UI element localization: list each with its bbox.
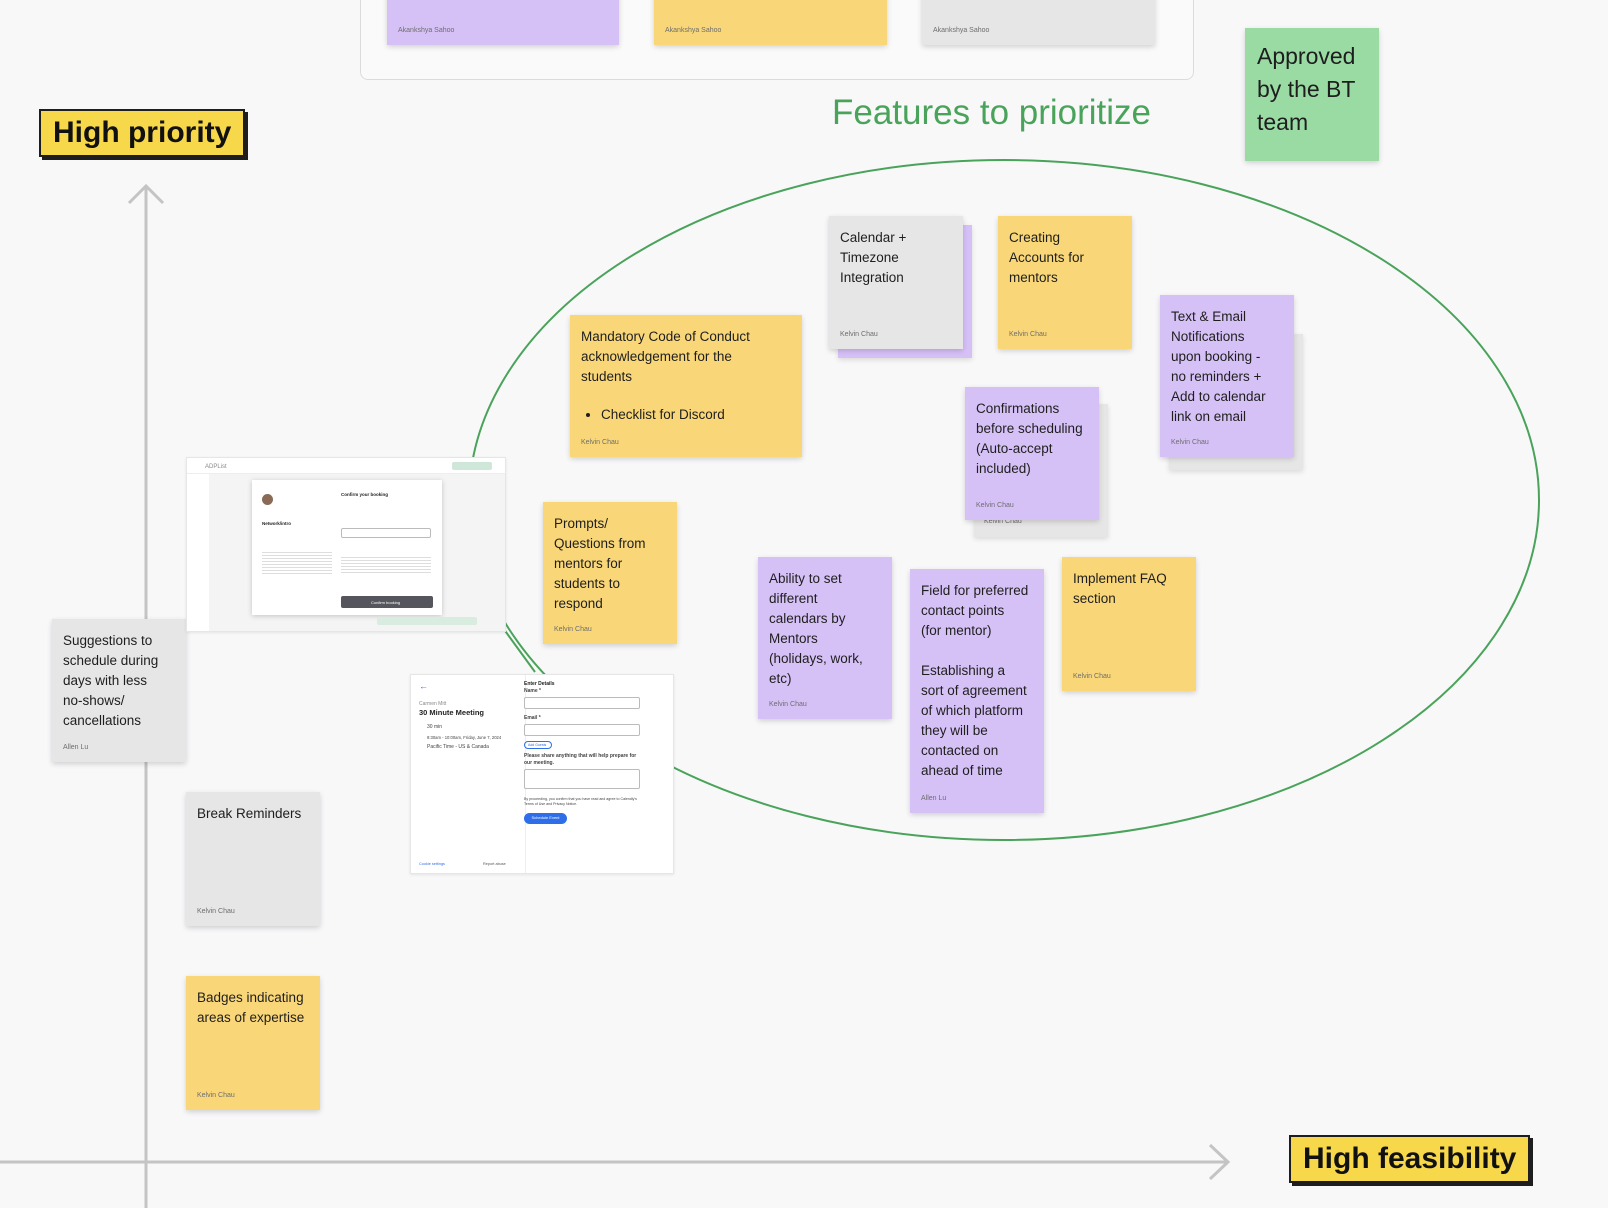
meeting-screenshot[interactable]: ← Carmen Mitt 30 Minute Meeting 30 min 9… (410, 674, 674, 874)
code-of-conduct-bullets: Checklist for Discord (601, 405, 791, 425)
top-note-3[interactable]: Akankshya Sahoo (922, 0, 1155, 45)
avatar (262, 494, 273, 505)
connector-line (502, 627, 536, 673)
schedule-event-button[interactable]: Schedule Event (524, 813, 567, 824)
notifications-note[interactable]: Text & Email Notifications upon booking … (1160, 295, 1294, 457)
faq-note[interactable]: Implement FAQ section Kelvin Chau (1062, 557, 1196, 691)
prompts-note[interactable]: Prompts/ Questions from mentors for stud… (543, 502, 677, 644)
meeting-duration: 30 min (427, 724, 443, 730)
booking-section: Network/intro (262, 521, 292, 526)
bullet-item: Checklist for Discord (601, 405, 791, 425)
booking-text-lines (262, 550, 332, 575)
booking-modal-title: Confirm your booking (341, 492, 388, 497)
booking-brand: ADPList (205, 464, 227, 470)
top-note-2[interactable]: Akankshya Sahoo (654, 0, 887, 45)
badges-note[interactable]: Badges indicating areas of expertise Kel… (186, 976, 320, 1110)
top-note-1[interactable]: Akankshya Sahoo (387, 0, 619, 45)
booking-modal: Confirm your booking Network/intro Confi… (252, 480, 442, 615)
booking-text-lines-right (341, 555, 431, 575)
terms-text: By proceeding, you confirm that you have… (524, 797, 637, 806)
x-axis-arrowhead (1208, 1143, 1231, 1181)
section-title[interactable]: Features to prioritize (832, 93, 1152, 132)
confirmations-note[interactable]: Confirmations before scheduling (Auto-ac… (965, 387, 1099, 520)
meeting-title: 30 Minute Meeting (419, 708, 485, 717)
email-label: Email * (524, 715, 541, 721)
booking-bottom-bar (377, 617, 477, 625)
creating-accounts-note[interactable]: Creating Accounts for mentors Kelvin Cha… (998, 216, 1132, 349)
break-reminders-note[interactable]: Break Reminders Kelvin Chau (186, 792, 320, 926)
meeting-time: 9:30am - 10:00am, Friday, June 7, 2024 (427, 735, 502, 740)
different-calendars-note[interactable]: Ability to set different calendars by Me… (758, 557, 892, 719)
calendar-timezone-note[interactable]: Calendar + Timezone Integration Kelvin C… (829, 216, 963, 349)
booking-topbar-button (452, 462, 492, 470)
meeting-host: Carmen Mitt (419, 701, 447, 707)
prep-input[interactable] (524, 769, 640, 789)
approved-note[interactable]: Approved by the BT team (1245, 28, 1379, 161)
report-abuse-link[interactable]: Report abuse (483, 862, 506, 866)
y-axis-arrowhead (127, 183, 165, 205)
booking-topbar (187, 458, 505, 474)
meeting-timezone: Pacific Time - US & Canada (427, 744, 489, 750)
suggestions-note[interactable]: Suggestions to schedule during days with… (52, 619, 186, 762)
y-axis-label[interactable]: High priority (39, 109, 246, 157)
email-input[interactable] (524, 724, 640, 736)
cookie-settings-link[interactable]: Cookie settings (419, 862, 445, 866)
booking-screenshot[interactable]: ADPList Confirm your booking Network/int… (186, 457, 506, 632)
x-axis-label[interactable]: High feasibility (1289, 1135, 1531, 1183)
code-of-conduct-note[interactable]: Mandatory Code of Conduct acknowledgemen… (570, 315, 802, 457)
name-label: Name * (524, 688, 541, 694)
form-title: Enter Details (524, 681, 555, 687)
name-input[interactable] (524, 697, 640, 709)
booking-select[interactable] (341, 528, 431, 538)
confirm-booking-button[interactable]: Confirm booking (341, 596, 433, 608)
back-arrow-icon[interactable]: ← (419, 681, 428, 691)
prep-label: Please share anything that will help pre… (524, 753, 637, 766)
add-guests-button[interactable]: Add Guests (524, 741, 552, 749)
booking-sidebar (187, 474, 209, 631)
contact-points-note[interactable]: Field for preferred contact points (for … (910, 569, 1044, 813)
